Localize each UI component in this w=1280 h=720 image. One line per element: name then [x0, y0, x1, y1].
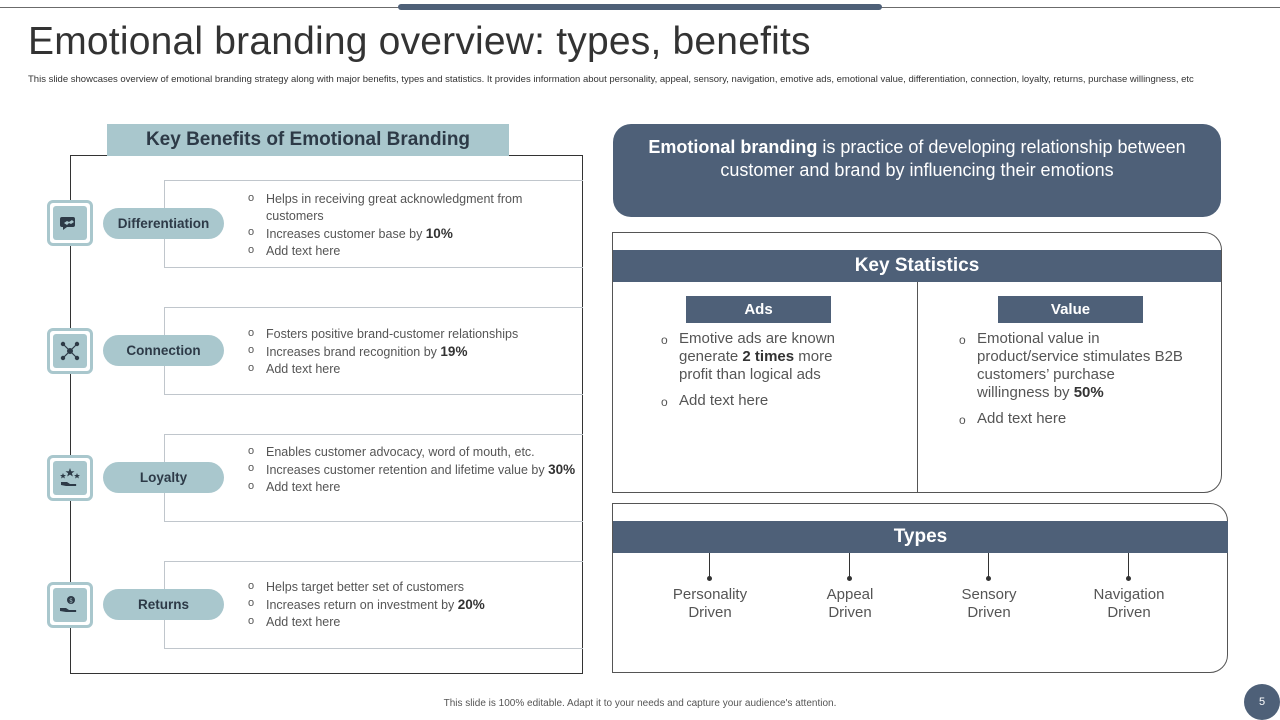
stars-hand-icon [60, 468, 80, 486]
benefit-icon-frame [47, 455, 93, 501]
types-header: Types [613, 521, 1228, 553]
footer-note: This slide is 100% editable. Adapt it to… [443, 698, 837, 709]
benefits-header: Key Benefits of Emotional Branding [107, 124, 509, 156]
bullet-item: Helps target better set of customers [248, 578, 578, 596]
svg-text:$: $ [69, 597, 73, 604]
benefit-label-connection: Connection [103, 335, 224, 366]
benefit-bullets: Helps in receiving great acknowledgment … [248, 190, 578, 260]
benefit-bullets: Enables customer advocacy, word of mouth… [248, 443, 578, 496]
definition-text: is practice of developing relationship b… [720, 137, 1186, 180]
type-connector-line [1128, 553, 1129, 577]
benefit-label-returns: Returns [103, 589, 224, 620]
bullet-item: Increases brand recognition by 19% [248, 342, 578, 361]
statistics-divider [917, 282, 918, 492]
type-connector-line [849, 553, 850, 577]
bullet-item: Increases customer retention and lifetim… [248, 460, 578, 479]
bullet-item: Fosters positive brand-customer relation… [248, 325, 578, 343]
statistics-header: Key Statistics [613, 250, 1221, 282]
bullet-item: Add text here [248, 613, 578, 631]
stat-bullets-ads: Emotive ads are known generate 2 times m… [661, 330, 861, 418]
benefit-label-loyalty: Loyalty [103, 462, 224, 493]
money-hand-icon: $ [60, 596, 77, 612]
top-accent-bar [398, 4, 882, 10]
bullet-item: Add text here [248, 360, 578, 378]
benefit-bullets: Helps target better set of customers Inc… [248, 578, 578, 631]
bullet-item: Enables customer advocacy, word of mouth… [248, 443, 578, 461]
definition-box: Emotional branding is practice of develo… [613, 124, 1221, 217]
type-connector-dot [707, 576, 712, 581]
bullet-item: Add text here [661, 392, 861, 411]
bullet-item: Add text here [959, 410, 1189, 429]
type-connector-dot [986, 576, 991, 581]
benefit-icon-frame [47, 200, 93, 246]
type-connector-line [709, 553, 710, 577]
stat-tag-value: Value [998, 296, 1143, 323]
bullet-item: Helps in receiving great acknowledgment … [248, 190, 578, 225]
stat-tag-ads: Ads [686, 296, 831, 323]
benefit-icon-frame: $ [47, 582, 93, 628]
slide-subtitle: This slide showcases overview of emotion… [28, 74, 1194, 85]
bullet-item: Emotional value in product/service stimu… [959, 330, 1189, 402]
stat-bullets-value: Emotional value in product/service stimu… [959, 330, 1189, 436]
benefit-label-differentiation: Differentiation [103, 208, 224, 239]
page-number: 5 [1244, 684, 1280, 720]
slide-title: Emotional branding overview: types, bene… [28, 20, 811, 63]
type-connector-dot [847, 576, 852, 581]
network-people-icon [60, 341, 80, 361]
type-connector-dot [1126, 576, 1131, 581]
bullet-item: Emotive ads are known generate 2 times m… [661, 330, 861, 384]
statistics-frame [612, 232, 1222, 493]
benefit-icon-frame [47, 328, 93, 374]
types-frame [612, 503, 1228, 673]
definition-term: Emotional branding [648, 137, 818, 157]
benefit-bullets: Fosters positive brand-customer relation… [248, 325, 578, 378]
handshake-chat-icon [60, 217, 75, 230]
type-connector-line [988, 553, 989, 577]
bullet-item: Increases customer base by 10% [248, 224, 578, 243]
bullet-item: Add text here [248, 478, 578, 496]
bullet-item: Increases return on investment by 20% [248, 595, 578, 614]
bullet-item: Add text here [248, 242, 578, 260]
